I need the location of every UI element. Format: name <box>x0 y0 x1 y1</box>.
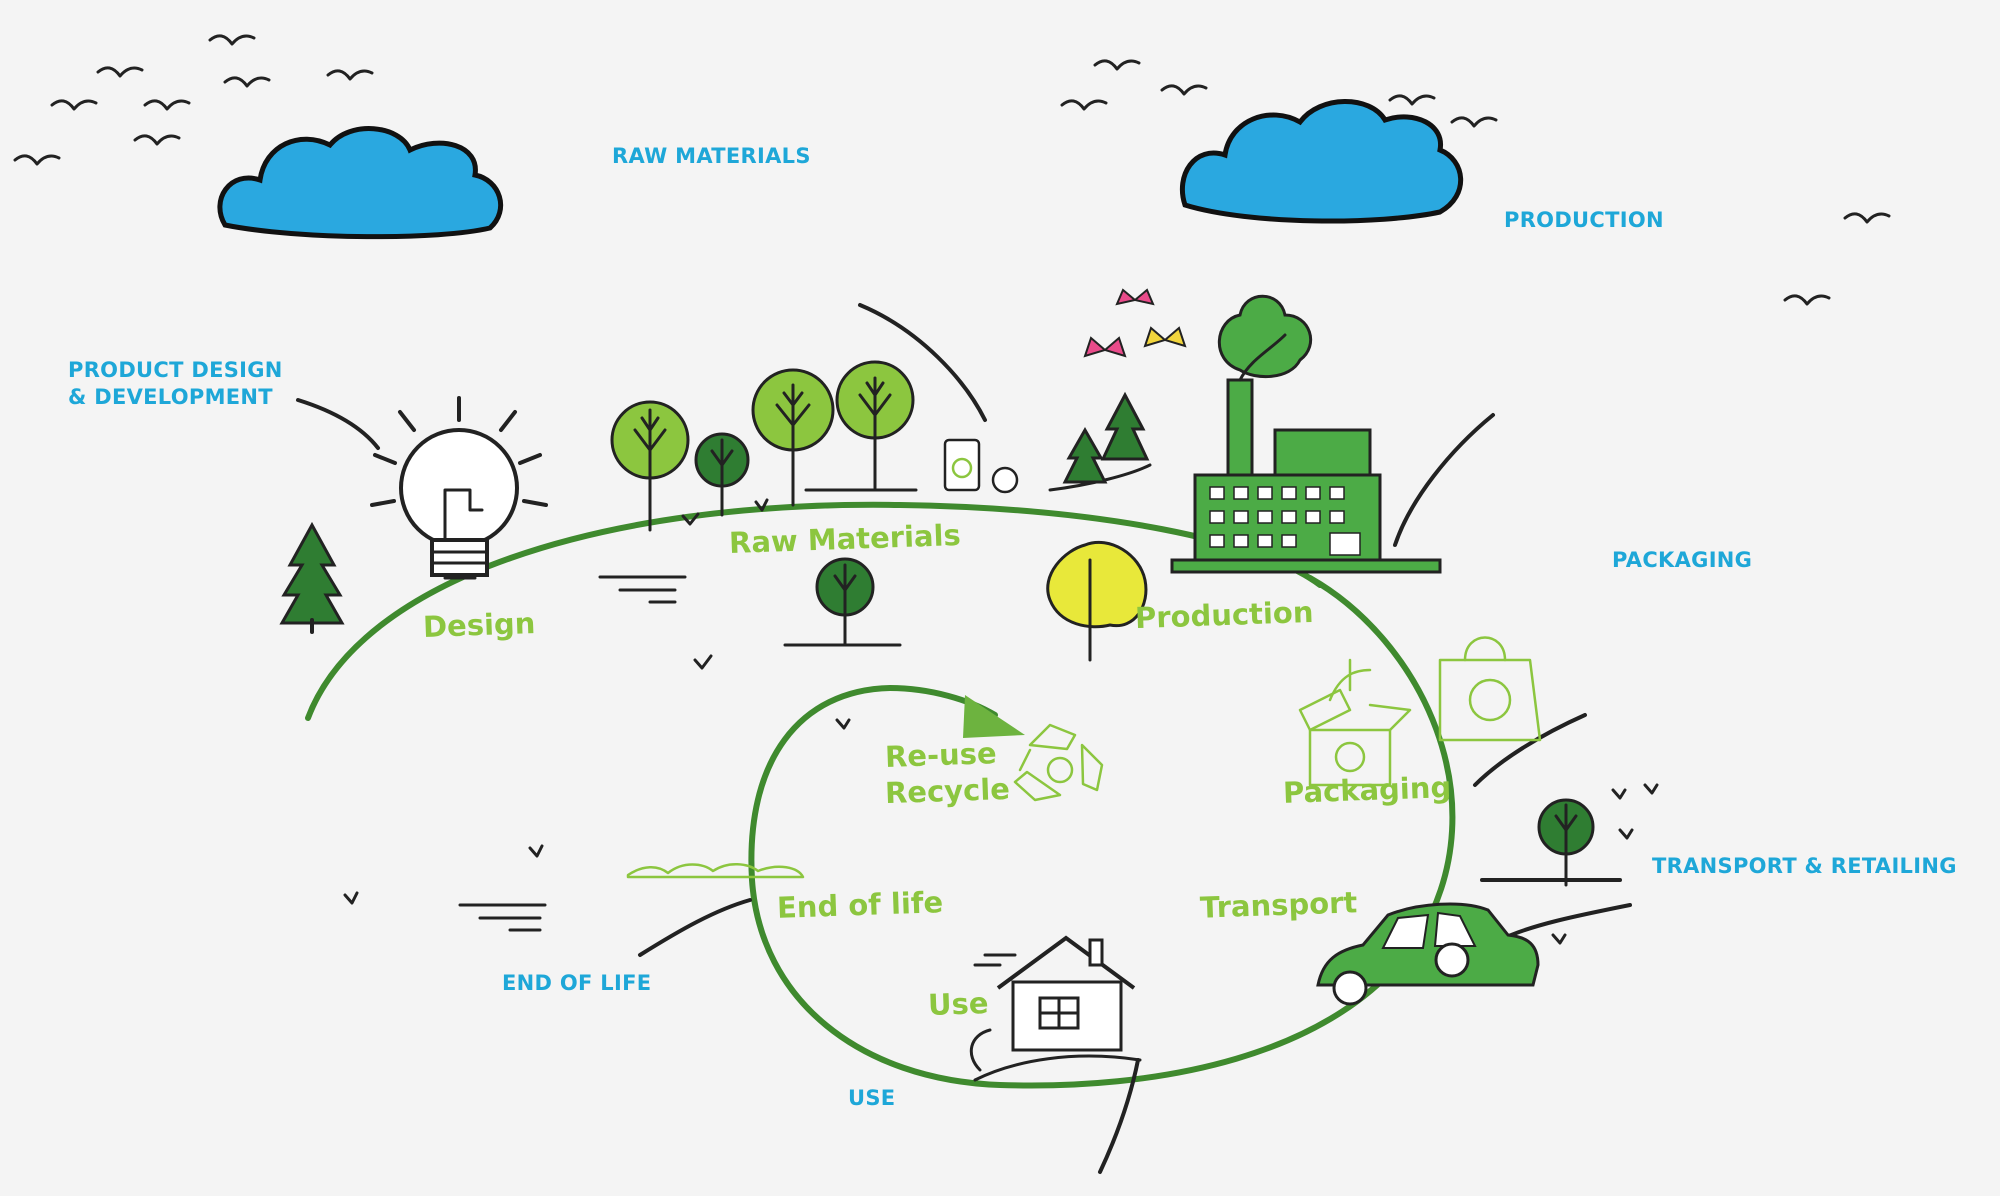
cycle-label-reuse: Re-use <box>884 736 998 774</box>
cycle-label-production: Production <box>1134 594 1314 636</box>
cloud-icon <box>217 126 504 240</box>
box-icon <box>1298 658 1412 787</box>
cycle-label-design: Design <box>422 606 536 644</box>
pointer-line <box>296 303 1632 1174</box>
tree-icon <box>1046 540 1148 662</box>
bird-icon <box>13 34 1891 306</box>
cycle-label-recycle: Recycle <box>884 771 1011 811</box>
lightbulb-icon <box>370 396 548 580</box>
stage-label-production: PRODUCTION <box>1504 208 1664 232</box>
tree-icon <box>610 400 690 532</box>
cycle-arrow-icon <box>963 695 1025 738</box>
cycle-loop <box>305 501 1456 1089</box>
car-icon <box>1316 902 1540 1006</box>
stage-label-product-design-line2: & DEVELOPMENT <box>68 385 273 409</box>
stage-label-transport-retailing: TRANSPORT & RETAILING <box>1652 854 1957 878</box>
tree-icon <box>815 557 875 647</box>
stage-label-product-design-line1: PRODUCT DESIGN <box>68 358 283 382</box>
tree-icon <box>694 432 750 517</box>
smoke-icon <box>626 863 805 879</box>
factory-icon <box>1170 294 1442 574</box>
tree-icon <box>1537 798 1595 887</box>
stage-label-use: USE <box>848 1086 896 1110</box>
tree-icon <box>835 360 915 490</box>
stage-label-packaging: PACKAGING <box>1612 548 1753 572</box>
grass-tick <box>343 498 1659 945</box>
tree-icon <box>751 368 835 507</box>
tree-icon <box>279 521 345 634</box>
cycle-label-use: Use <box>927 985 990 1023</box>
tree-icon <box>1062 391 1150 484</box>
ground-lines <box>458 463 1152 932</box>
recycle-icon <box>1013 723 1104 802</box>
house-icon <box>969 935 1142 1082</box>
cycle-label-transport: Transport <box>1199 885 1358 925</box>
stage-label-raw-materials: RAW MATERIALS <box>612 144 811 168</box>
container-icon <box>943 438 1019 494</box>
cycle-label-end-of-life: End of life <box>776 885 944 925</box>
cycle-label-packaging: Packaging <box>1282 770 1452 810</box>
cloud-icon <box>1179 99 1464 224</box>
butterfly-icon <box>1083 288 1187 358</box>
stage-label-end-of-life: END OF LIFE <box>502 971 652 995</box>
bag-icon <box>1438 636 1542 742</box>
stage-label-product-design: PRODUCT DESIGN & DEVELOPMENT <box>68 357 283 411</box>
